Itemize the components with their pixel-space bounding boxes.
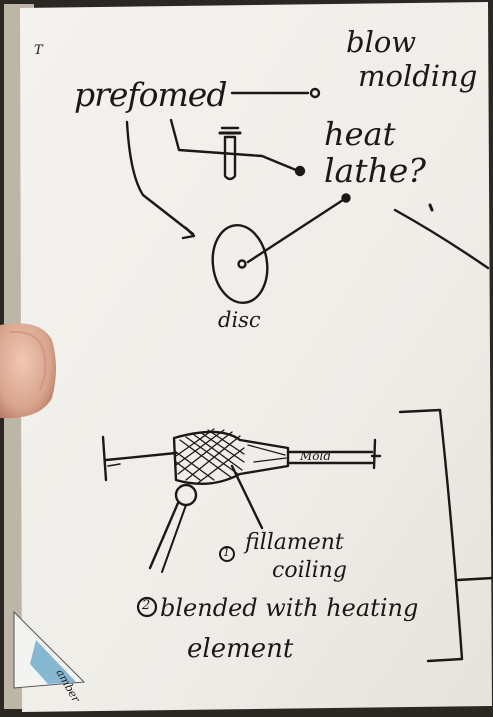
label-blended: blended with heating <box>160 596 418 620</box>
label-mold: Mold <box>300 450 331 462</box>
label-heat: heat <box>324 118 395 150</box>
label-coiling: coiling <box>272 560 347 582</box>
number-2: 2 <box>142 599 150 612</box>
label-molding: molding <box>358 62 477 91</box>
label-element: element <box>187 636 293 662</box>
label-lathe: lathe? <box>324 154 426 187</box>
finger <box>0 323 56 418</box>
number-1: 1 <box>223 547 230 558</box>
label-fillament: fillament <box>245 532 344 554</box>
left-mark: T <box>34 44 43 57</box>
label-blow: blow <box>346 28 416 57</box>
label-preformed: prefomed <box>74 78 226 111</box>
mold-right-plate <box>374 440 375 468</box>
label-disc: disc <box>218 310 261 331</box>
